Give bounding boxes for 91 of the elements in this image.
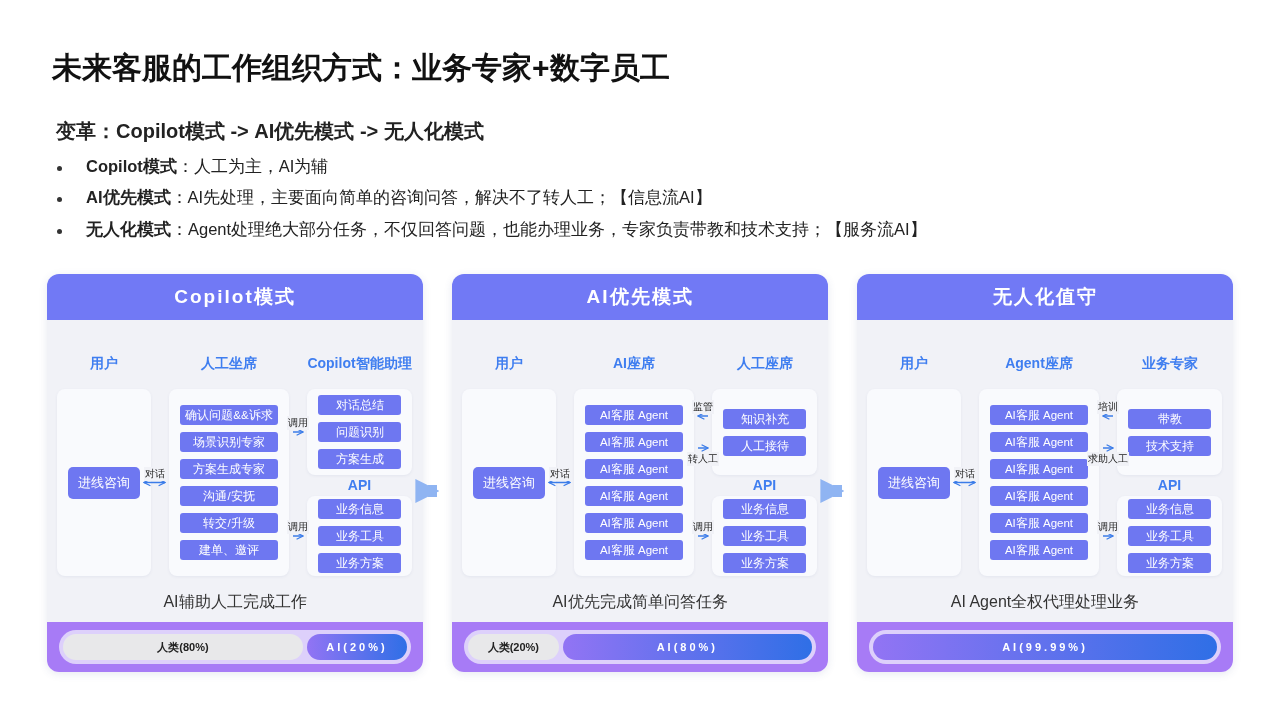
mode-panel: [452, 274, 828, 672]
flow-arrow: [820, 479, 845, 503]
task-box: 带教: [1128, 408, 1211, 429]
task-box: AI客服 Agent: [990, 513, 1088, 533]
column-heading: API: [751, 476, 778, 495]
progress-segment: AI(20%): [306, 634, 407, 660]
arrow: [697, 532, 709, 540]
progress-segment: 人类(20%): [468, 634, 559, 660]
edge-label: 转人工: [687, 452, 719, 466]
task-box: 业务方案: [318, 553, 401, 573]
mode-panel: [47, 274, 423, 672]
progress-bar: [464, 630, 816, 664]
task-box: 确认问题&&诉求: [180, 405, 278, 425]
edge-label: 求助人工: [1087, 452, 1129, 466]
task-box: 转交/升级: [180, 513, 278, 533]
progress-bar: [59, 630, 411, 664]
task-box: 业务方案: [1128, 553, 1211, 573]
mode-panel: [857, 274, 1233, 672]
task-box: 进线咨询: [878, 466, 950, 499]
task-box: 方案生成专家: [180, 459, 278, 479]
arrow: [292, 428, 304, 436]
task-box: AI客服 Agent: [585, 459, 683, 479]
edge-label: 调用: [287, 416, 309, 430]
panel-caption: AI Agent全权代理处理业务: [949, 592, 1141, 612]
edge-label: 调用: [692, 520, 714, 534]
column-heading: 业务专家: [1140, 353, 1199, 373]
task-box: 业务信息: [318, 499, 401, 519]
arrow: [697, 444, 709, 452]
double-arrow: [143, 478, 166, 487]
column-heading: Copilot智能助理: [307, 353, 412, 373]
slide-title: 未来客服的工作组织方式：业务专家+数字员工: [52, 50, 670, 86]
arrow: [1102, 532, 1114, 540]
task-box: 业务工具: [318, 526, 401, 546]
panel-title: 无人化值守: [991, 285, 1099, 309]
column-heading: AI座席: [612, 353, 656, 373]
flow-arrow: [415, 479, 440, 503]
task-box: 人工接待: [723, 435, 806, 456]
panel-caption: AI辅助人工完成工作: [162, 592, 308, 612]
column-heading: 用户: [494, 353, 524, 373]
task-box: 方案生成: [318, 449, 401, 469]
progress-segment: AI(80%): [562, 634, 812, 660]
task-box: AI客服 Agent: [990, 540, 1088, 560]
task-box: 技术支持: [1128, 435, 1211, 456]
task-box: 问题识别: [318, 422, 401, 442]
edge-label: 培训: [1097, 400, 1119, 414]
bullet-text: Copilot模式：人工为主，AI为辅: [86, 156, 329, 177]
edge-label: 调用: [287, 520, 309, 534]
progress-segment: AI(99.99%): [873, 634, 1217, 660]
double-arrow: [953, 478, 976, 487]
column-heading: API: [1156, 476, 1183, 495]
column-heading: Agent座席: [1004, 353, 1074, 373]
task-box: AI客服 Agent: [585, 405, 683, 425]
section-heading: 变革：Copilot模式 -> AI优先模式 -> 无人化模式: [56, 119, 484, 144]
task-box: AI客服 Agent: [585, 513, 683, 533]
panel-title: Copilot模式: [173, 285, 297, 309]
column-heading: 用户: [899, 353, 929, 373]
task-box: 业务工具: [723, 526, 806, 546]
task-box: 知识补充: [723, 408, 806, 429]
task-box: 业务信息: [1128, 499, 1211, 519]
task-box: 业务工具: [1128, 526, 1211, 546]
arrow: [697, 412, 709, 420]
double-arrow: [548, 478, 571, 487]
task-box: 沟通/安抚: [180, 486, 278, 506]
task-box: AI客服 Agent: [585, 432, 683, 452]
edge-label: 调用: [1097, 520, 1119, 534]
edge-label: 监管: [692, 400, 714, 414]
task-box: 对话总结: [318, 395, 401, 415]
task-box: 建单、邀评: [180, 540, 278, 560]
panel-caption: AI优先完成简单问答任务: [551, 592, 729, 612]
task-box: AI客服 Agent: [990, 432, 1088, 452]
bullet-text: 无人化模式：Agent处理绝大部分任务，不仅回答问题，也能办理业务，专家负责带教和技术支持；【服务流AI】: [86, 219, 927, 240]
column-heading: 人工坐席: [200, 353, 258, 373]
arrow: [1102, 444, 1114, 452]
arrow: [292, 532, 304, 540]
column-heading: 人工座席: [735, 353, 794, 373]
task-box: 业务方案: [723, 553, 806, 573]
task-box: AI客服 Agent: [990, 486, 1088, 506]
bullet-text: AI优先模式：AI先处理，主要面向简单的咨询问答，解决不了转人工；【信息流AI】: [86, 187, 712, 208]
progress-segment: 人类(80%): [63, 634, 303, 660]
task-box: 场景识别专家: [180, 432, 278, 452]
column-heading: API: [346, 476, 373, 495]
task-box: AI客服 Agent: [990, 459, 1088, 479]
column-heading: 用户: [89, 353, 119, 373]
task-box: AI客服 Agent: [585, 486, 683, 506]
arrow: [1102, 412, 1114, 420]
task-box: 进线咨询: [473, 466, 545, 499]
task-box: 进线咨询: [68, 466, 140, 499]
task-box: AI客服 Agent: [990, 405, 1088, 425]
task-box: 业务信息: [723, 499, 806, 519]
task-box: AI客服 Agent: [585, 540, 683, 560]
panel-title: AI优先模式: [585, 285, 695, 309]
